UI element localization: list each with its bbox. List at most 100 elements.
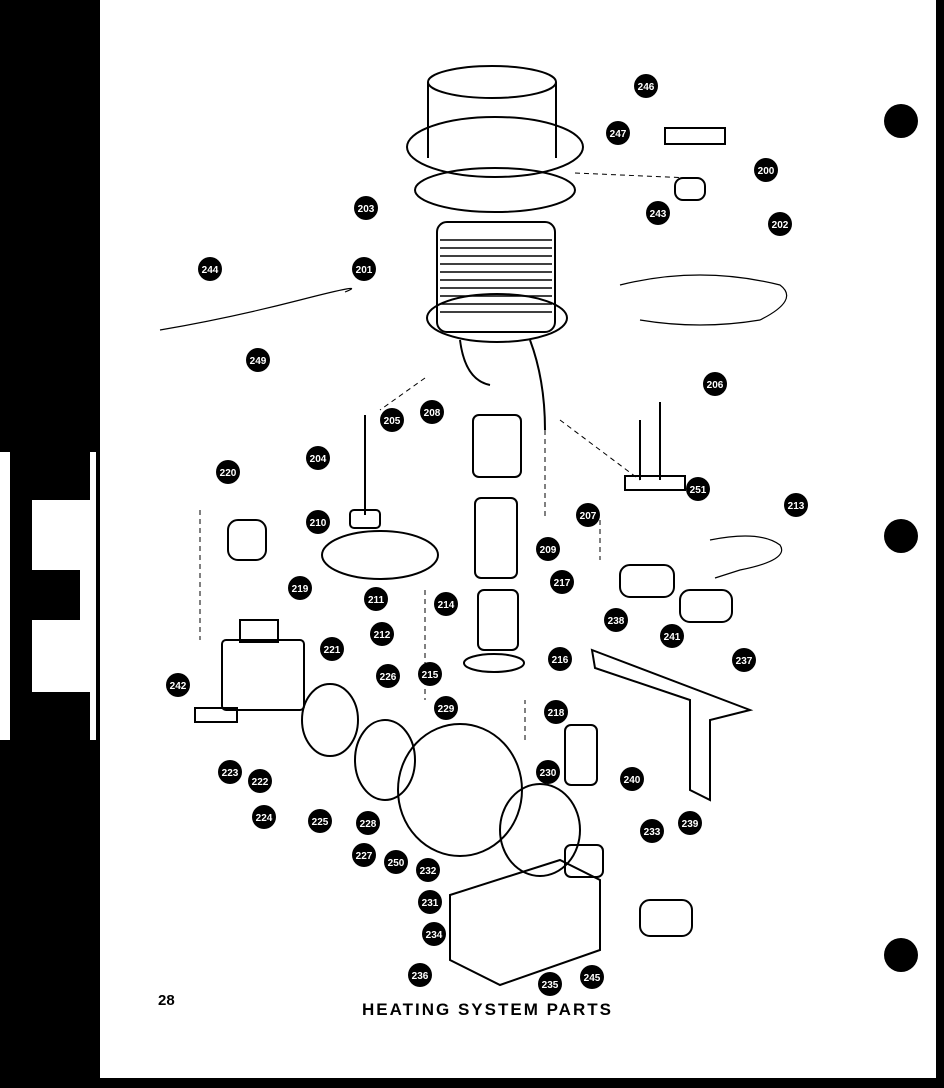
svg-text:229: 229 <box>438 704 455 715</box>
svg-text:239: 239 <box>682 819 699 830</box>
part-callout: 221 <box>320 637 344 661</box>
svg-text:238: 238 <box>608 616 625 627</box>
svg-text:211: 211 <box>368 595 385 606</box>
svg-text:227: 227 <box>356 851 373 862</box>
part-callout: 227 <box>352 843 376 867</box>
part-callout: 210 <box>306 510 330 534</box>
svg-text:214: 214 <box>438 600 455 611</box>
svg-text:220: 220 <box>220 468 237 479</box>
blower-assembly <box>301 683 604 878</box>
svg-text:213: 213 <box>788 501 805 512</box>
svg-text:224: 224 <box>256 813 273 824</box>
page-number: 28 <box>158 992 175 1009</box>
part-callout: 235 <box>538 972 562 996</box>
svg-text:222: 222 <box>252 777 269 788</box>
part-callout: 230 <box>536 760 560 784</box>
page-title: HEATING SYSTEM PARTS <box>362 1000 613 1019</box>
part-callout: 233 <box>640 819 664 843</box>
svg-text:244: 244 <box>202 265 219 276</box>
svg-text:204: 204 <box>310 454 327 465</box>
svg-text:216: 216 <box>552 655 569 666</box>
part-callout: 225 <box>308 809 332 833</box>
part-callout: 220 <box>216 460 240 484</box>
part-callout: 238 <box>604 608 628 632</box>
svg-text:202: 202 <box>772 220 789 231</box>
flue-collar <box>406 65 584 213</box>
svg-text:243: 243 <box>650 209 667 220</box>
svg-text:242: 242 <box>170 681 187 692</box>
svg-text:221: 221 <box>324 645 341 656</box>
part-callout: 214 <box>434 592 458 616</box>
svg-text:203: 203 <box>358 204 375 215</box>
svg-text:219: 219 <box>292 584 309 595</box>
svg-text:215: 215 <box>422 670 439 681</box>
svg-text:246: 246 <box>638 82 655 93</box>
dashed-assembly-lines <box>199 172 691 740</box>
svg-text:212: 212 <box>374 630 391 641</box>
part-callout: 242 <box>166 673 190 697</box>
svg-text:210: 210 <box>310 518 327 529</box>
part-callout: 243 <box>646 201 670 225</box>
section-tab-e <box>0 452 96 740</box>
svg-text:240: 240 <box>624 775 641 786</box>
part-callout: 231 <box>418 890 442 914</box>
part-callout: 200 <box>754 158 778 182</box>
svg-text:228: 228 <box>360 819 377 830</box>
part-callout: 234 <box>422 922 446 946</box>
svg-text:241: 241 <box>664 632 681 643</box>
part-callout: 205 <box>380 408 404 432</box>
part-callout: 240 <box>620 767 644 791</box>
part-callout: 218 <box>544 700 568 724</box>
punch-hole-top <box>884 104 918 138</box>
svg-text:201: 201 <box>356 265 373 276</box>
burner-tubes <box>463 414 525 673</box>
part-callout: 237 <box>732 648 756 672</box>
part-callout: 229 <box>434 696 458 720</box>
part-callout: 224 <box>252 805 276 829</box>
svg-text:206: 206 <box>707 380 724 391</box>
svg-text:209: 209 <box>540 545 557 556</box>
part-callout: 206 <box>703 372 727 396</box>
svg-text:247: 247 <box>610 129 627 140</box>
part-callout: 236 <box>408 963 432 987</box>
part-callout: 251 <box>686 477 710 501</box>
part-callout: 201 <box>352 257 376 281</box>
svg-text:207: 207 <box>580 511 597 522</box>
part-callout: 228 <box>356 811 380 835</box>
part-callout: 246 <box>634 74 658 98</box>
part-callout: 204 <box>306 446 330 470</box>
svg-text:232: 232 <box>420 866 437 877</box>
heat-exchanger-coil <box>426 221 568 431</box>
svg-text:200: 200 <box>758 166 775 177</box>
svg-text:235: 235 <box>542 980 559 991</box>
misc-parts <box>194 127 783 937</box>
part-callout: 223 <box>218 760 242 784</box>
svg-text:226: 226 <box>380 672 397 683</box>
part-callout: 241 <box>660 624 684 648</box>
svg-text:218: 218 <box>548 708 565 719</box>
svg-text:205: 205 <box>384 416 401 427</box>
svg-text:231: 231 <box>422 898 439 909</box>
part-callout: 222 <box>248 769 272 793</box>
part-callout: 213 <box>784 493 808 517</box>
mounting-bracket <box>449 648 754 987</box>
part-callout: 208 <box>420 400 444 424</box>
part-callout: 212 <box>370 622 394 646</box>
part-callout: 244 <box>198 257 222 281</box>
part-callout: 219 <box>288 576 312 600</box>
svg-text:225: 225 <box>312 817 329 828</box>
part-callout: 239 <box>678 811 702 835</box>
part-callout: 249 <box>246 348 270 372</box>
part-callout: 203 <box>354 196 378 220</box>
part-callout: 245 <box>580 965 604 989</box>
part-callout: 217 <box>550 570 574 594</box>
punch-hole-bottom <box>884 938 918 972</box>
part-callout: 209 <box>536 537 560 561</box>
svg-text:233: 233 <box>644 827 661 838</box>
part-callout: 247 <box>606 121 630 145</box>
part-callout: 207 <box>576 503 600 527</box>
svg-text:237: 237 <box>736 656 753 667</box>
svg-text:250: 250 <box>388 858 405 869</box>
svg-text:208: 208 <box>424 408 441 419</box>
